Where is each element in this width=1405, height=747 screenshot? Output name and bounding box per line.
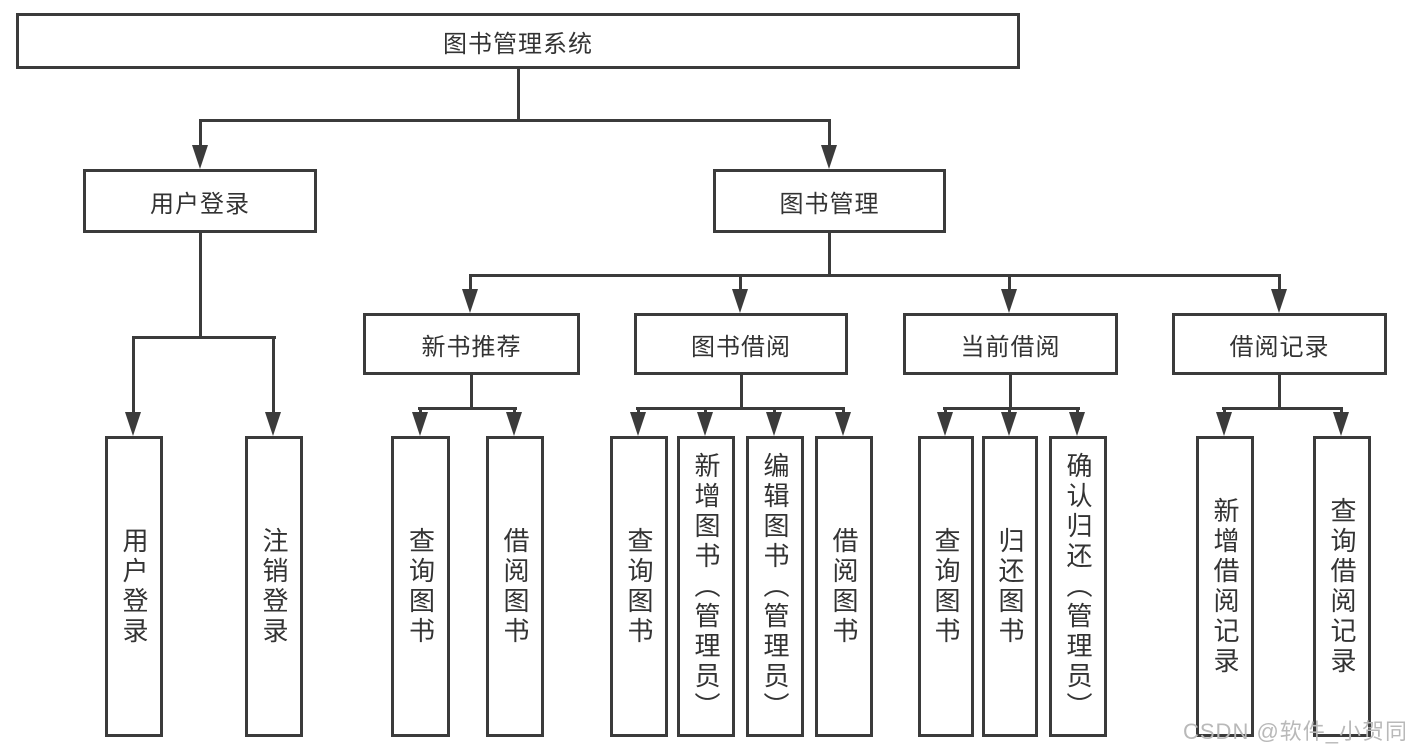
connector-book-mgmt-stem — [828, 233, 831, 274]
connector-drop-leaf — [419, 407, 422, 416]
node-root-library-system: 图书管理系统 — [16, 13, 1020, 69]
node-label: 查询图书 — [624, 526, 654, 647]
connector-root-rail — [199, 119, 831, 122]
node-borrowing-records: 借阅记录 — [1172, 313, 1387, 375]
node-label: 编辑图书（管理员） — [760, 451, 790, 722]
connector-drop-borrow-record — [1278, 274, 1281, 292]
arrowhead-down-icon — [506, 412, 522, 436]
arrowhead-down-icon — [835, 412, 851, 436]
leaf-confirm-return-admin: 确认归还（管理员） — [1049, 436, 1107, 737]
arrowhead-down-icon — [125, 412, 141, 436]
arrowhead-down-icon — [937, 412, 953, 436]
csdn-watermark: CSDN @软件_小贺同学 — [1183, 719, 1405, 744]
node-label: 新增借阅记录 — [1210, 496, 1240, 677]
connector-drop-current-borrow — [1008, 274, 1011, 292]
connector-drop-leaf — [513, 407, 516, 416]
connector-book-mgmt-rail — [469, 274, 1281, 277]
arrowhead-down-icon — [766, 412, 782, 436]
arrowhead-down-icon — [821, 145, 837, 169]
leaf-add-borrow-record: 新增借阅记录 — [1196, 436, 1254, 737]
arrowhead-down-icon — [697, 412, 713, 436]
node-label: 借阅图书 — [500, 526, 530, 647]
leaf-return-books: 归还图书 — [982, 436, 1038, 737]
leaf-edit-books-admin: 编辑图书（管理员） — [746, 436, 804, 737]
node-label: 图书借阅 — [691, 333, 791, 361]
arrowhead-down-icon — [1001, 412, 1017, 436]
node-label: 注销登录 — [259, 526, 289, 647]
node-label: 新增图书（管理员） — [691, 451, 721, 722]
node-user-login: 用户登录 — [83, 169, 317, 233]
arrowhead-down-icon — [192, 145, 208, 169]
connector-drop-leaf — [842, 407, 845, 416]
arrowhead-down-icon — [265, 412, 281, 436]
connector-drop-leaf — [1008, 407, 1011, 416]
node-new-book-recommend: 新书推荐 — [363, 313, 580, 375]
connector-current-borrow-rail — [943, 407, 1080, 410]
connector-user-login-rail — [132, 336, 276, 339]
connector-drop-leaf — [1223, 407, 1226, 416]
connector-new-book-rec-rail — [418, 407, 517, 410]
leaf-query-borrow-record: 查询借阅记录 — [1313, 436, 1371, 737]
node-label: 确认归还（管理员） — [1063, 451, 1093, 722]
arrowhead-down-icon — [462, 289, 478, 313]
connector-drop-leaf — [1076, 407, 1079, 416]
node-label: 查询图书 — [931, 526, 961, 647]
arrowhead-down-icon — [412, 412, 428, 436]
connector-drop-leaf — [1340, 407, 1343, 416]
arrowhead-down-icon — [1001, 289, 1017, 313]
connector-root-stem — [517, 69, 520, 119]
connector-drop-leaf — [773, 407, 776, 416]
connector-book-borrow-stem — [740, 375, 743, 407]
connector-current-borrow-stem — [1009, 375, 1012, 407]
connector-new-book-rec-stem — [470, 375, 473, 407]
connector-drop-leaf — [132, 336, 135, 414]
node-current-borrowing: 当前借阅 — [903, 313, 1118, 375]
leaf-query-books-rec: 查询图书 — [391, 436, 450, 737]
connector-user-login-stem — [199, 233, 202, 336]
node-label: 当前借阅 — [960, 333, 1061, 361]
connector-borrow-record-rail — [1222, 407, 1343, 410]
node-label: 查询图书 — [405, 526, 436, 647]
connector-drop-leaf — [272, 336, 275, 414]
leaf-user-login: 用户登录 — [105, 436, 163, 737]
connector-book-borrow-rail — [636, 407, 845, 410]
arrowhead-down-icon — [1271, 289, 1287, 313]
connector-drop-leaf — [637, 407, 640, 416]
leaf-query-books-borrow: 查询图书 — [610, 436, 668, 737]
node-label: 借阅图书 — [829, 526, 859, 647]
connector-drop-book-borrow — [739, 274, 742, 292]
node-label: 用户登录 — [119, 526, 149, 647]
connector-drop-book-mgmt — [828, 119, 831, 147]
connector-drop-leaf — [944, 407, 947, 416]
leaf-add-books-admin: 新增图书（管理员） — [677, 436, 735, 737]
node-label: 归还图书 — [995, 526, 1025, 647]
connector-drop-user-login — [199, 119, 202, 147]
leaf-borrow-books-rec: 借阅图书 — [486, 436, 544, 737]
arrowhead-down-icon — [630, 412, 646, 436]
node-book-management: 图书管理 — [713, 169, 946, 233]
leaf-logout: 注销登录 — [245, 436, 303, 737]
node-label: 新书推荐 — [421, 333, 522, 361]
arrowhead-down-icon — [732, 289, 748, 313]
node-label: 借阅记录 — [1229, 333, 1330, 361]
connector-drop-leaf — [704, 407, 707, 416]
arrowhead-down-icon — [1069, 412, 1085, 436]
node-label: 图书管理 — [779, 190, 880, 218]
arrowhead-down-icon — [1216, 412, 1232, 436]
connector-drop-new-book-rec — [469, 274, 472, 292]
leaf-query-books-current: 查询图书 — [918, 436, 974, 737]
leaf-borrow-books: 借阅图书 — [815, 436, 873, 737]
connector-borrow-record-stem — [1278, 375, 1281, 407]
node-label: 图书管理系统 — [443, 30, 593, 58]
node-label: 用户登录 — [150, 190, 250, 218]
arrowhead-down-icon — [1333, 412, 1349, 436]
node-book-borrowing: 图书借阅 — [634, 313, 848, 375]
node-label: 查询借阅记录 — [1327, 496, 1357, 677]
